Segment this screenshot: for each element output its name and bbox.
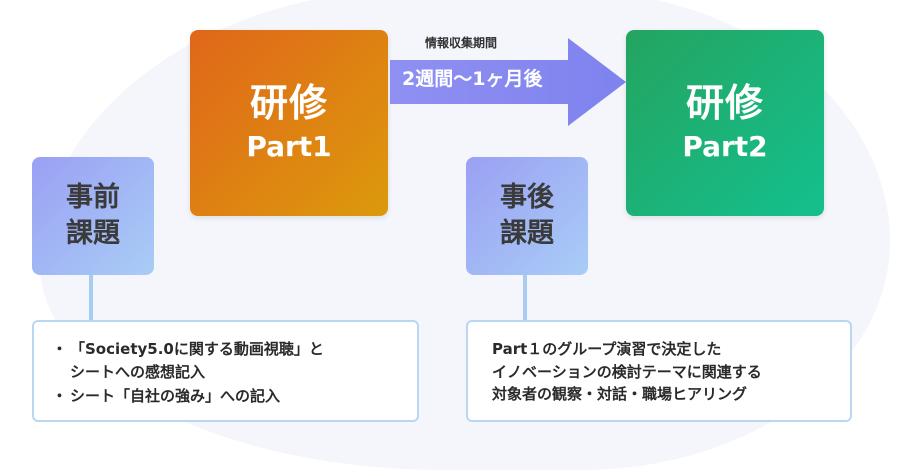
pre-task-item: ・ シート「自社の強み」への記入	[52, 385, 407, 408]
training-part1-box: 研修 Part1	[190, 30, 388, 216]
post-task-line: 対象者の観察・対話・職場ヒアリング	[492, 385, 748, 403]
post-task-box: 事後 課題	[466, 157, 588, 275]
post-task-connector	[523, 275, 527, 322]
interval-period-label: 情報収集期間	[425, 36, 498, 50]
bullet-dot: ・	[52, 387, 68, 405]
post-task-line: Part１のグループ演習で決定した	[492, 340, 722, 358]
bullet-dot: ・	[52, 340, 68, 358]
pre-task-item-line: シートへの感想記入	[70, 362, 206, 381]
pre-task-box: 事前 課題	[32, 157, 154, 275]
post-task-title-line1: 事後	[500, 181, 554, 213]
pre-task-connector	[89, 275, 93, 322]
interval-arrow	[390, 38, 626, 126]
training-part1-title: 研修	[249, 80, 328, 125]
post-task-note: Part１のグループ演習で決定した イノベーションの検討テーマに関連する 対象者…	[466, 320, 852, 422]
pre-task-item-line: シート「自社の強み」への記入	[70, 387, 281, 405]
post-task-line: イノベーションの検討テーマに関連する	[492, 362, 762, 381]
pre-task-title-line1: 事前	[66, 181, 120, 213]
training-part2-box: 研修 Part2	[626, 30, 824, 216]
training-part2-subtitle: Part2	[682, 130, 768, 164]
training-part1-subtitle: Part1	[246, 130, 332, 164]
pre-task-item-line: 「Society5.0に関する動画視聴」と	[70, 340, 324, 358]
pre-task-item: ・ 「Society5.0に関する動画視聴」と シートへの感想記入	[52, 338, 407, 383]
post-task-title-line2: 課題	[500, 218, 554, 249]
pre-task-title-line2: 課題	[66, 218, 120, 249]
interval-duration-label: 2週間〜1ヶ月後	[402, 68, 543, 90]
training-part2-title: 研修	[685, 80, 764, 125]
pre-task-note: ・ 「Society5.0に関する動画視聴」と シートへの感想記入 ・ シート「…	[32, 320, 419, 422]
